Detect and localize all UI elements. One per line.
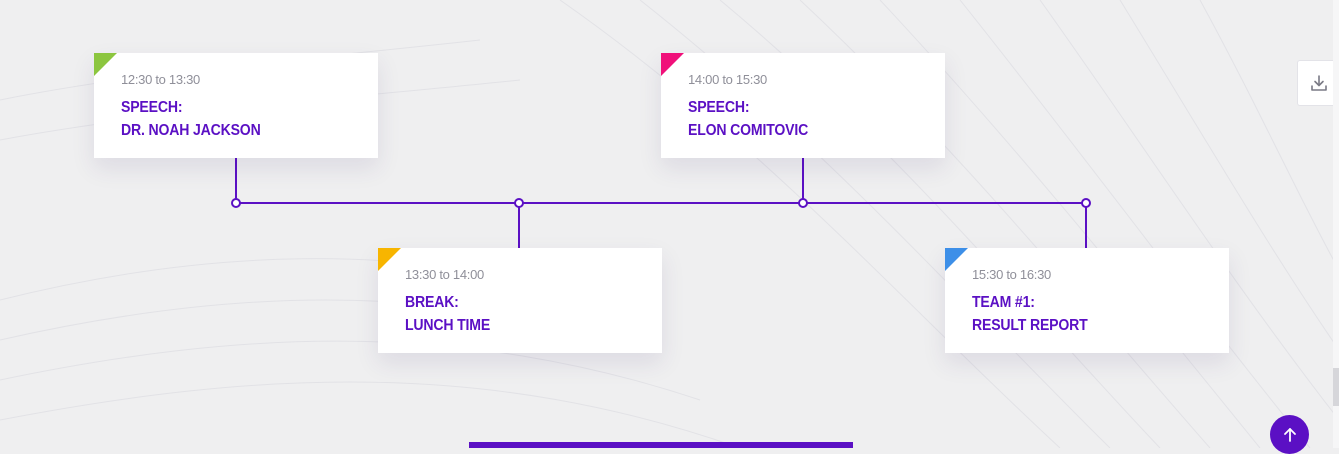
session-title-line2: RESULT REPORT (972, 317, 1088, 334)
timeline-node (1081, 198, 1091, 208)
session-title-line2: LUNCH TIME (405, 317, 491, 334)
session-time: 13:30 to 14:00 (405, 267, 484, 282)
schedule-card-lunch-break: 13:30 to 14:00 BREAK: LUNCH TIME (378, 248, 662, 353)
card-corner-accent (945, 248, 968, 271)
timeline-node (514, 198, 524, 208)
session-time: 14:00 to 15:30 (688, 72, 767, 87)
schedule-card-team-result: 15:30 to 16:30 TEAM #1: RESULT REPORT (945, 248, 1229, 353)
download-icon (1310, 75, 1327, 91)
session-title-line2: DR. NOAH JACKSON (121, 122, 261, 139)
session-title-line1: BREAK: (405, 294, 459, 311)
session-title-line1: SPEECH: (121, 99, 183, 116)
arrow-up-icon (1283, 427, 1296, 442)
session-title-line2: ELON COMITOVIC (688, 122, 809, 139)
session-title: SPEECH: DR. NOAH JACKSON (121, 96, 330, 142)
card-corner-accent (378, 248, 401, 271)
scrollbar-thumb[interactable] (1333, 368, 1339, 406)
section-divider-bar (469, 442, 853, 448)
download-button[interactable] (1297, 60, 1339, 106)
card-corner-accent (94, 53, 117, 76)
card-corner-accent (661, 53, 684, 76)
session-title: TEAM #1: RESULT REPORT (972, 291, 1181, 337)
schedule-card-noah-jackson: 12:30 to 13:30 SPEECH: DR. NOAH JACKSON (94, 53, 378, 158)
session-time: 12:30 to 13:30 (121, 72, 200, 87)
timeline-node (231, 198, 241, 208)
timeline-node (798, 198, 808, 208)
scroll-to-top-button[interactable] (1270, 415, 1309, 454)
session-time: 15:30 to 16:30 (972, 267, 1051, 282)
scrollbar-track[interactable] (1333, 0, 1339, 448)
session-title: SPEECH: ELON COMITOVIC (688, 96, 897, 142)
schedule-card-elon-comitovic: 14:00 to 15:30 SPEECH: ELON COMITOVIC (661, 53, 945, 158)
session-title-line1: TEAM #1: (972, 294, 1035, 311)
session-title-line1: SPEECH: (688, 99, 750, 116)
session-title: BREAK: LUNCH TIME (405, 291, 614, 337)
